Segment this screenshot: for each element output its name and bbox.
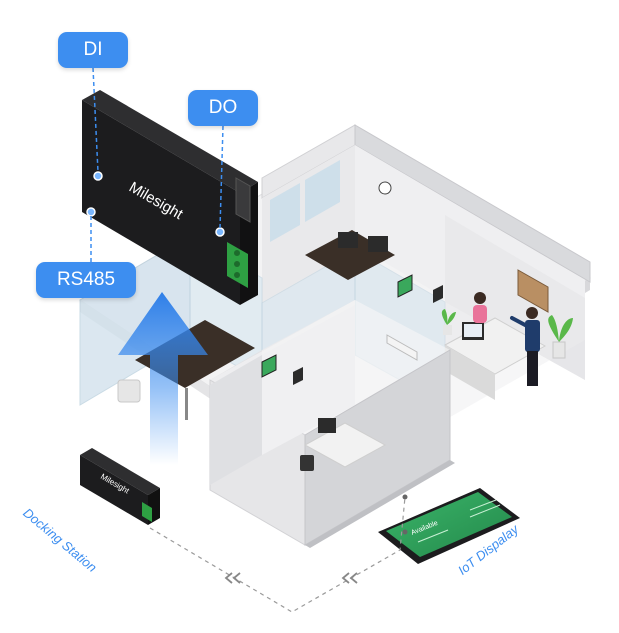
front-room-interior-2 xyxy=(262,305,355,455)
wall-right-room-back xyxy=(445,215,585,380)
chair-left xyxy=(117,379,141,403)
window-back-1 xyxy=(270,183,300,242)
controller-device: Milesight xyxy=(82,90,258,305)
front-room-interior xyxy=(210,355,262,485)
connector-di xyxy=(92,67,99,173)
double-chevron-left-icon xyxy=(224,572,241,584)
person-standing-body xyxy=(525,320,540,352)
rs485-port-dot xyxy=(86,207,96,217)
person-seated-head xyxy=(474,292,486,304)
wall-tablet-2 xyxy=(397,274,413,298)
desk-left-leg xyxy=(185,388,188,420)
do-label-pill: DO xyxy=(188,90,258,126)
wall-panel-2 xyxy=(433,285,443,303)
wall-panel-1 xyxy=(293,367,303,385)
rs485-label-pill: RS485 xyxy=(36,262,136,298)
do-port-dot xyxy=(215,227,225,237)
chair-front xyxy=(300,455,314,471)
iot-display-tablet: Available xyxy=(378,488,520,564)
docking-station-device: Milesight xyxy=(80,448,160,525)
person-standing-legs xyxy=(527,351,538,386)
person-seated-body xyxy=(473,305,487,323)
window-back-2 xyxy=(305,160,340,222)
connector-do xyxy=(219,125,224,229)
monitor-back-2 xyxy=(368,236,388,252)
person-standing-arm xyxy=(510,316,529,328)
clock-icon xyxy=(378,181,392,195)
plant-icon xyxy=(548,315,573,359)
path-dot-top xyxy=(402,494,408,500)
double-chevron-left-icon-2 xyxy=(341,572,358,584)
usb-port xyxy=(235,177,251,223)
cork-board xyxy=(517,269,549,313)
di-port-dot xyxy=(93,171,103,181)
plant-icon-3 xyxy=(441,309,456,335)
desk-right-front xyxy=(445,345,495,400)
front-ledge xyxy=(305,460,455,548)
di-label-pill: DI xyxy=(58,32,128,68)
wall-tablet-1 xyxy=(261,354,277,378)
upload-arrow-icon xyxy=(118,292,208,465)
back-wall-right xyxy=(354,124,591,283)
ac-unit xyxy=(386,334,418,361)
path-dot-bottom xyxy=(402,529,408,535)
monitor-front xyxy=(318,418,336,433)
monitor-screen xyxy=(464,324,482,337)
person-icon xyxy=(526,307,538,319)
terminal-block xyxy=(227,242,248,288)
monitor-back xyxy=(338,232,358,248)
